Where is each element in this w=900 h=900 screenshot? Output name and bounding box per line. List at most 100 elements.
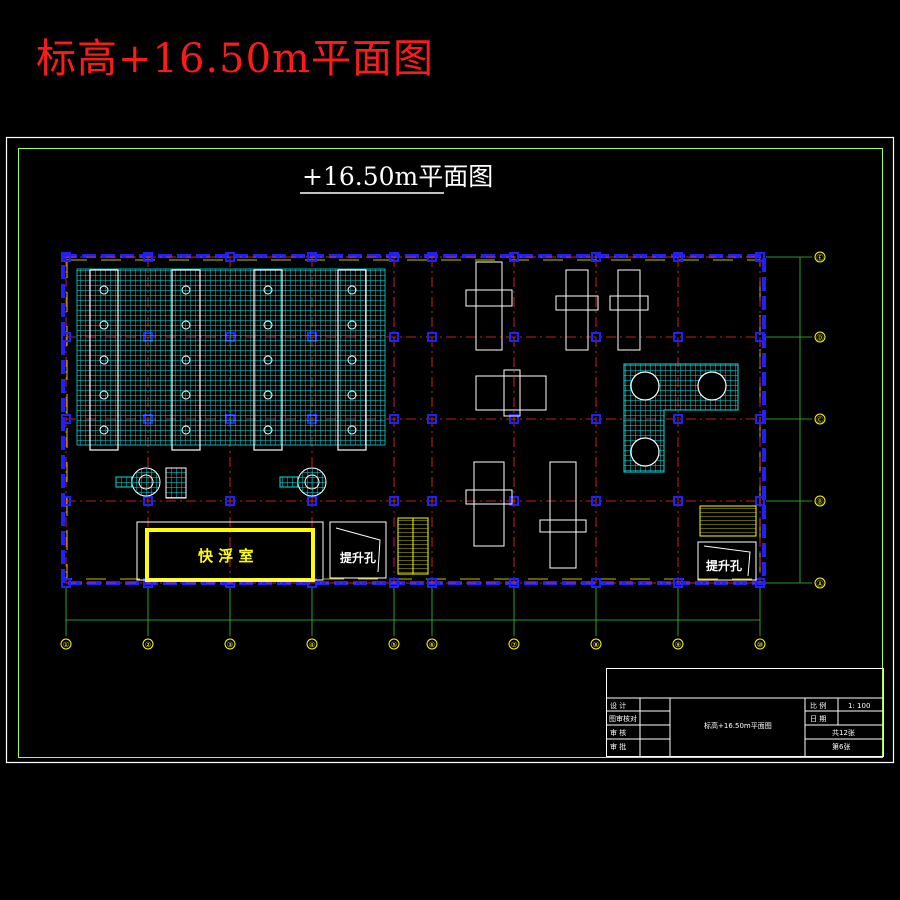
tb-sheet-total: 共12张 bbox=[832, 728, 855, 737]
axis-bubble bbox=[60, 638, 72, 650]
axis-label-row: Ⓐ bbox=[817, 580, 824, 588]
column-pier bbox=[755, 252, 765, 262]
agitator-mark bbox=[347, 355, 357, 365]
flotation-room-label: 快 浮 室 bbox=[198, 547, 253, 565]
drawing-title: +16.50m平面图 bbox=[302, 162, 493, 191]
column-pier bbox=[307, 252, 317, 262]
axis-bubble bbox=[814, 251, 826, 263]
column-pier bbox=[61, 578, 71, 588]
axis-label-row: Ⓑ bbox=[817, 498, 824, 506]
agitator-mark bbox=[347, 425, 357, 435]
axis-bubble bbox=[672, 638, 684, 650]
flotation-cell-bank bbox=[76, 268, 386, 446]
axis-bubble bbox=[814, 331, 826, 343]
column-pier bbox=[673, 332, 683, 342]
column-pier bbox=[591, 332, 601, 342]
tb-drawing-check: 图审核对 bbox=[609, 714, 637, 723]
axis-bubble bbox=[142, 638, 154, 650]
agitator-mark bbox=[181, 285, 191, 295]
axis-bubble bbox=[754, 638, 766, 650]
staircase-right bbox=[699, 505, 757, 537]
column-pier bbox=[427, 252, 437, 262]
column-pier bbox=[389, 578, 399, 588]
axis-label-col: ⑦ bbox=[511, 641, 517, 649]
column-pier bbox=[591, 414, 601, 424]
tb-review: 审 核 bbox=[610, 728, 626, 737]
axis-bubble bbox=[426, 638, 438, 650]
inner-frame bbox=[18, 148, 883, 758]
agitator-mark bbox=[347, 320, 357, 330]
thickener-tanks bbox=[630, 371, 727, 467]
column-pier bbox=[509, 578, 519, 588]
column-pier bbox=[673, 252, 683, 262]
column-pier bbox=[509, 332, 519, 342]
axis-label-col: ③ bbox=[227, 641, 233, 649]
axis-bubble bbox=[508, 638, 520, 650]
axis-bubble bbox=[224, 638, 236, 650]
agitator-mark bbox=[181, 320, 191, 330]
axis-bubble bbox=[388, 638, 400, 650]
flotation-cell-row bbox=[253, 269, 283, 451]
column-pier bbox=[673, 414, 683, 424]
axis-bubble bbox=[590, 638, 602, 650]
axis-label-col: ⑩ bbox=[757, 641, 763, 649]
agitator-mark bbox=[263, 320, 273, 330]
axis-label-col: ⑨ bbox=[675, 641, 681, 649]
axis-label-col: ⑥ bbox=[429, 641, 435, 649]
tb-design: 设 计 bbox=[610, 701, 626, 710]
tb-approve: 审 批 bbox=[610, 742, 626, 751]
flotation-cell-row bbox=[89, 269, 119, 451]
agitator-mark bbox=[99, 285, 109, 295]
column-pier bbox=[427, 578, 437, 588]
flotation-room-inner bbox=[136, 521, 324, 581]
column-pier bbox=[307, 496, 317, 506]
column-pier bbox=[591, 496, 601, 506]
agitator-mark bbox=[99, 390, 109, 400]
pump-left bbox=[115, 467, 187, 499]
column-pier bbox=[509, 414, 519, 424]
agitator-mark bbox=[181, 425, 191, 435]
flotation-cell-row bbox=[171, 269, 201, 451]
column-pier bbox=[591, 252, 601, 262]
outer-frame bbox=[5, 136, 895, 764]
axis-label-row: Ⓓ bbox=[817, 334, 824, 342]
column-pier bbox=[673, 496, 683, 506]
column-pier bbox=[509, 252, 519, 262]
tb-scale-value: 1: 100 bbox=[848, 702, 870, 710]
axis-bubble bbox=[814, 577, 826, 589]
column-pier bbox=[389, 496, 399, 506]
tb-date-label: 日 期 bbox=[810, 715, 826, 723]
axis-bubble bbox=[306, 638, 318, 650]
agitator-mark bbox=[99, 320, 109, 330]
agitator-mark bbox=[181, 390, 191, 400]
pump-right bbox=[279, 467, 327, 497]
flotation-cell-row bbox=[337, 269, 367, 451]
hoist-hole-right bbox=[697, 541, 757, 581]
agitator-mark bbox=[263, 390, 273, 400]
column-pier bbox=[61, 332, 71, 342]
axis-label-col: ① bbox=[63, 641, 69, 649]
column-pier bbox=[427, 496, 437, 506]
column-pier bbox=[389, 414, 399, 424]
agitator-mark bbox=[263, 425, 273, 435]
column-pier bbox=[755, 496, 765, 506]
column-pier bbox=[591, 578, 601, 588]
axis-label-row: Ⓔ bbox=[817, 254, 824, 262]
axis-label-col: ⑧ bbox=[593, 641, 599, 649]
column-pier bbox=[61, 414, 71, 424]
column-pier bbox=[755, 578, 765, 588]
column-pier bbox=[755, 414, 765, 424]
column-pier bbox=[143, 252, 153, 262]
tb-drawing-name: 标高+16.50m平面图 bbox=[704, 721, 772, 730]
axis-label-row: Ⓒ bbox=[817, 416, 824, 424]
equipment-units bbox=[465, 261, 649, 569]
column-pier bbox=[673, 578, 683, 588]
hoist-hole-left bbox=[329, 521, 387, 579]
agitator-mark bbox=[347, 390, 357, 400]
column-pier bbox=[61, 496, 71, 506]
column-pier bbox=[427, 332, 437, 342]
hoist-hole-right-label: 提升孔 bbox=[706, 558, 742, 573]
agitator-mark bbox=[347, 285, 357, 295]
title-block bbox=[606, 668, 884, 757]
